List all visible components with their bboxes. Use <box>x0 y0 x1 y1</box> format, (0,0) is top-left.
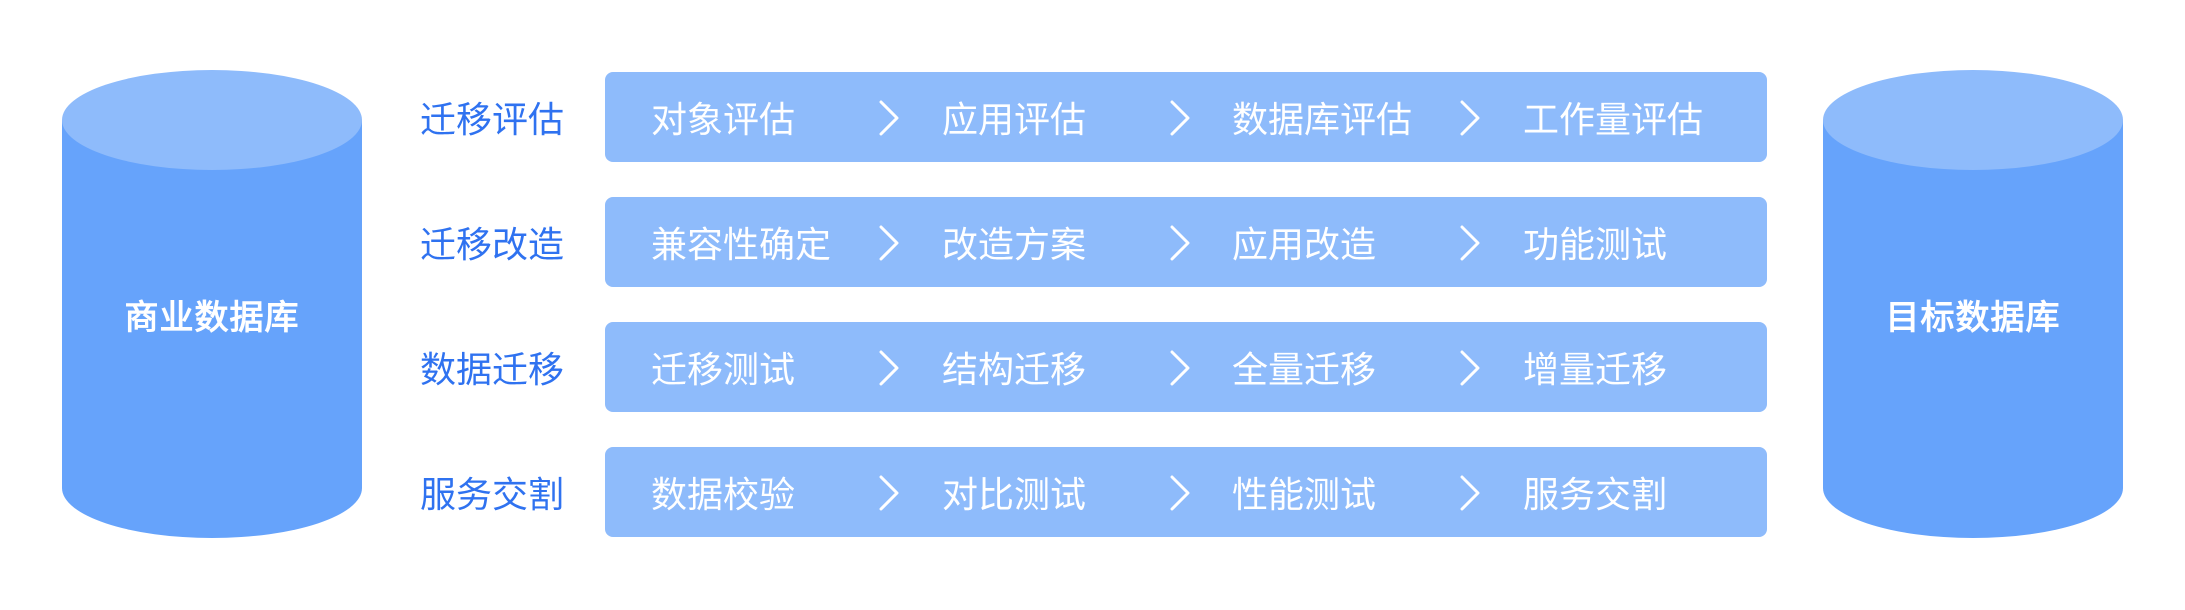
chevron-right-icon <box>877 98 901 138</box>
phase-step: 数据校验 <box>651 475 796 516</box>
database-cylinder-icon <box>1823 70 2123 538</box>
phase-step: 工作量评估 <box>1523 100 1704 141</box>
chevron-right-icon <box>1168 98 1192 138</box>
source-database-cylinder: 商业数据库 <box>62 70 362 538</box>
database-cylinder-icon <box>62 70 362 538</box>
phase-step: 应用改造 <box>1232 225 1377 266</box>
phase-label: 服务交割 <box>420 475 565 516</box>
phase-label: 数据迁移 <box>420 350 565 391</box>
phase-step: 对比测试 <box>942 475 1087 516</box>
chevron-right-icon <box>877 348 901 388</box>
phase-step: 数据库评估 <box>1232 100 1413 141</box>
phase-row-data-migration: 数据迁移 迁移测试 结构迁移 全量迁移 增量迁移 <box>420 322 1770 412</box>
phase-step: 结构迁移 <box>942 350 1087 391</box>
phase-step: 改造方案 <box>942 225 1087 266</box>
phase-row-service-handover: 服务交割 数据校验 对比测试 性能测试 服务交割 <box>420 447 1770 537</box>
phase-step: 迁移测试 <box>651 350 796 391</box>
phase-row-transformation: 迁移改造 兼容性确定 改造方案 应用改造 功能测试 <box>420 197 1770 287</box>
phase-row-assessment: 迁移评估 对象评估 应用评估 数据库评估 工作量评估 <box>420 72 1770 162</box>
phase-step: 全量迁移 <box>1232 350 1377 391</box>
phase-label: 迁移改造 <box>420 225 565 266</box>
phase-step: 对象评估 <box>651 100 796 141</box>
chevron-right-icon <box>1168 348 1192 388</box>
chevron-right-icon <box>877 223 901 263</box>
phase-step: 增量迁移 <box>1523 350 1668 391</box>
phase-step: 应用评估 <box>942 100 1087 141</box>
phase-step: 兼容性确定 <box>651 225 832 266</box>
target-database-cylinder: 目标数据库 <box>1823 70 2123 538</box>
target-database-label: 目标数据库 <box>1885 297 2061 338</box>
phase-step: 功能测试 <box>1523 225 1668 266</box>
chevron-right-icon <box>877 473 901 513</box>
chevron-right-icon <box>1458 473 1482 513</box>
chevron-right-icon <box>1458 348 1482 388</box>
phase-steps-bar: 迁移测试 结构迁移 全量迁移 增量迁移 <box>605 322 1767 412</box>
phase-steps-bar: 数据校验 对比测试 性能测试 服务交割 <box>605 447 1767 537</box>
chevron-right-icon <box>1168 473 1192 513</box>
phase-step: 性能测试 <box>1232 475 1377 516</box>
chevron-right-icon <box>1458 98 1482 138</box>
phase-steps-bar: 兼容性确定 改造方案 应用改造 功能测试 <box>605 197 1767 287</box>
phase-label: 迁移评估 <box>420 100 565 141</box>
phase-step: 服务交割 <box>1523 475 1668 516</box>
source-database-label: 商业数据库 <box>124 297 300 338</box>
chevron-right-icon <box>1458 223 1482 263</box>
phase-steps-bar: 对象评估 应用评估 数据库评估 工作量评估 <box>605 72 1767 162</box>
chevron-right-icon <box>1168 223 1192 263</box>
